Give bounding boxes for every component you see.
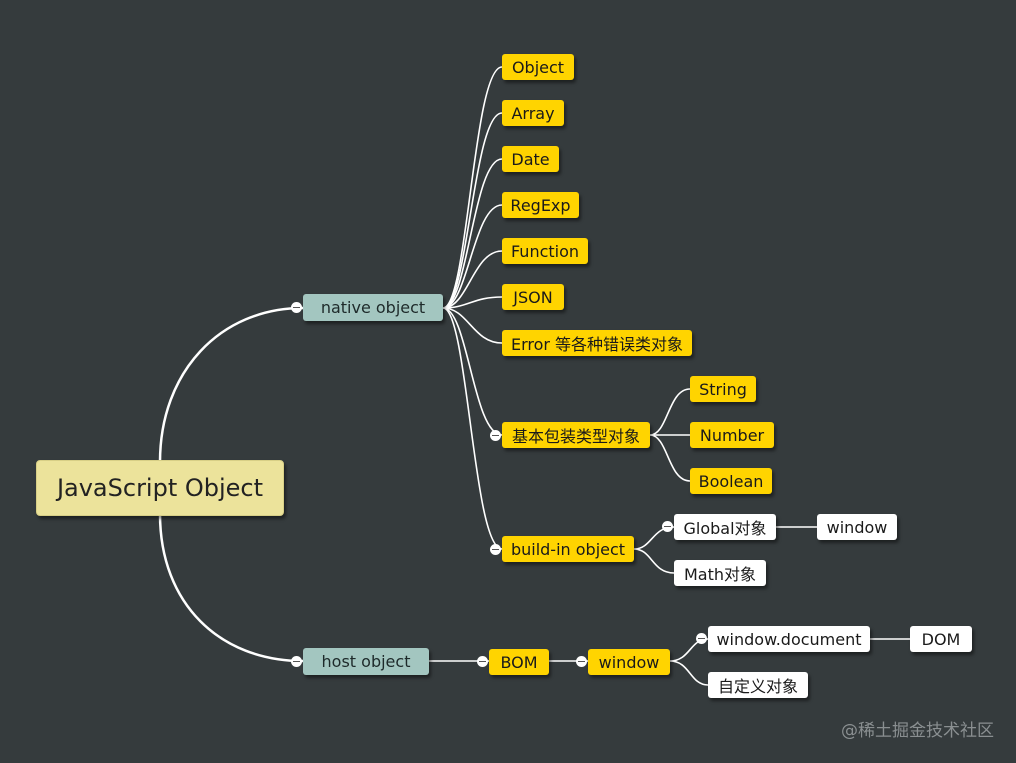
string-node[interactable]: String: [690, 376, 756, 402]
regexp-node[interactable]: RegExp: [502, 192, 579, 218]
watermark: @稀土掘金技术社区: [841, 721, 994, 741]
edge-native-3: [442, 204, 503, 309]
root-node[interactable]: JavaScript Object: [36, 460, 284, 516]
bom-node[interactable]: BOM: [489, 649, 549, 675]
edge-wrapper-2: [649, 434, 691, 482]
edge-native-4: [442, 250, 503, 309]
window-document-collapse-toggle[interactable]: [696, 633, 707, 644]
edge-native-2: [442, 158, 503, 309]
window-document-node[interactable]: window.document: [708, 626, 870, 652]
number-node[interactable]: Number: [690, 422, 774, 448]
error-node[interactable]: Error 等各种错误类对象: [502, 330, 692, 356]
bom-window-node[interactable]: window: [588, 649, 670, 675]
edge-native-0: [442, 66, 503, 309]
wrapper-types-node[interactable]: 基本包装类型对象: [502, 422, 650, 448]
host-object-collapse-toggle[interactable]: [291, 656, 302, 667]
edge-buildin-math: [633, 548, 675, 574]
host-object-node[interactable]: host object: [303, 648, 429, 675]
edge-native-5: [442, 296, 503, 309]
edge-window-custom: [669, 660, 709, 686]
object-node[interactable]: Object: [502, 54, 574, 80]
global-window-node[interactable]: window: [817, 514, 897, 540]
build-in-collapse-toggle[interactable]: [490, 544, 501, 555]
wrapper-types-collapse-toggle[interactable]: [490, 430, 501, 441]
math-object-node[interactable]: Math对象: [674, 560, 766, 586]
date-node[interactable]: Date: [502, 146, 559, 172]
custom-object-node[interactable]: 自定义对象: [708, 672, 808, 698]
dom-node[interactable]: DOM: [910, 626, 972, 652]
edge-native-1: [442, 112, 503, 309]
native-object-node[interactable]: native object: [303, 294, 443, 321]
edge-root-native: [158, 306, 304, 463]
edge-wrapper-0: [649, 388, 691, 436]
bom-collapse-toggle[interactable]: [477, 656, 488, 667]
native-object-collapse-toggle[interactable]: [291, 302, 302, 313]
global-collapse-toggle[interactable]: [662, 521, 673, 532]
function-node[interactable]: Function: [502, 238, 588, 264]
global-object-node[interactable]: Global对象: [674, 514, 776, 540]
json-node[interactable]: JSON: [502, 284, 564, 310]
bom-window-collapse-toggle[interactable]: [576, 656, 587, 667]
edge-native-6: [442, 307, 503, 344]
boolean-node[interactable]: Boolean: [690, 468, 772, 494]
build-in-object-node[interactable]: build-in object: [502, 536, 634, 562]
array-node[interactable]: Array: [502, 100, 564, 126]
edge-root-host: [158, 513, 304, 663]
edge-native-8: [442, 307, 503, 550]
